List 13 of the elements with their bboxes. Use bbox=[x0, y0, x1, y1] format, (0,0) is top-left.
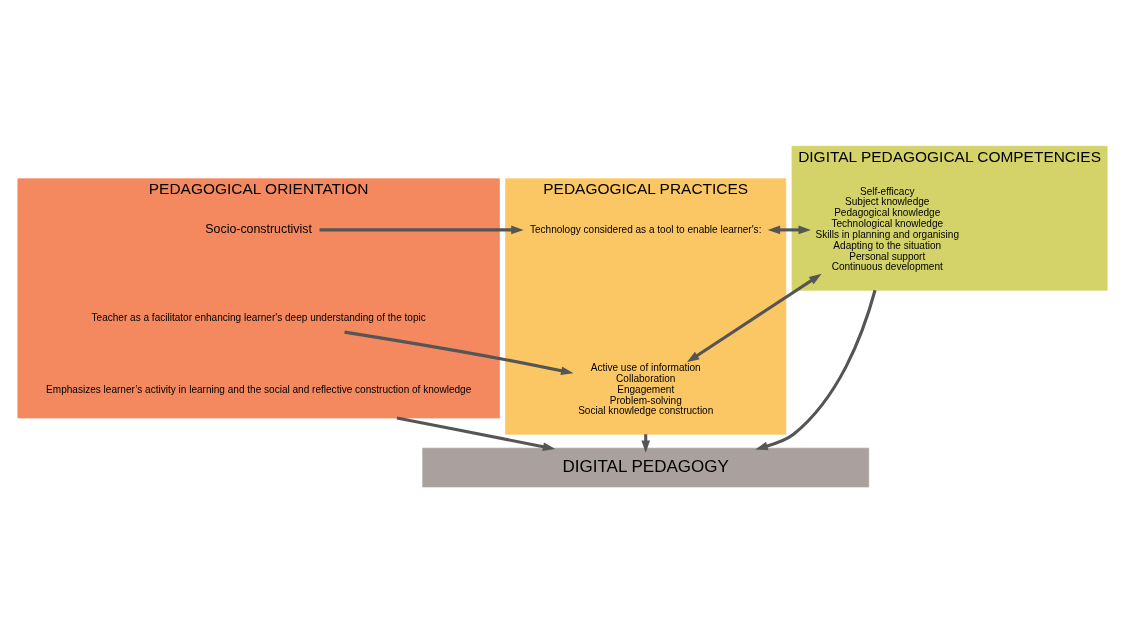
arrow bbox=[686, 273, 822, 362]
arrow bbox=[396, 416, 556, 451]
arrow bbox=[344, 330, 574, 375]
arrow bbox=[767, 225, 811, 234]
node-text: Active use of information Collaboration Engagement Problem-solving Social knowledge construction bbox=[578, 361, 714, 416]
arrow bbox=[755, 289, 877, 450]
node-box: DIGITAL PEDAGOGY bbox=[422, 447, 870, 487]
node-text: Self-efficacy Subject knowledge Pedagogical knowledge Technological knowledge Skills in planning and organising Adapting to the situation Personal support Continuous development bbox=[815, 185, 960, 272]
node-text: Teacher as a facilitator enhancing learner's deep understanding of the topic bbox=[91, 311, 426, 323]
node-text: Socio-constructivist bbox=[205, 221, 312, 236]
node-text: Emphasizes learner’s activity in learning and the social and reflective construction of knowledge bbox=[46, 383, 472, 395]
node-text: Technology considered as a tool to enable learner's: bbox=[529, 223, 762, 235]
arrow bbox=[319, 225, 524, 234]
